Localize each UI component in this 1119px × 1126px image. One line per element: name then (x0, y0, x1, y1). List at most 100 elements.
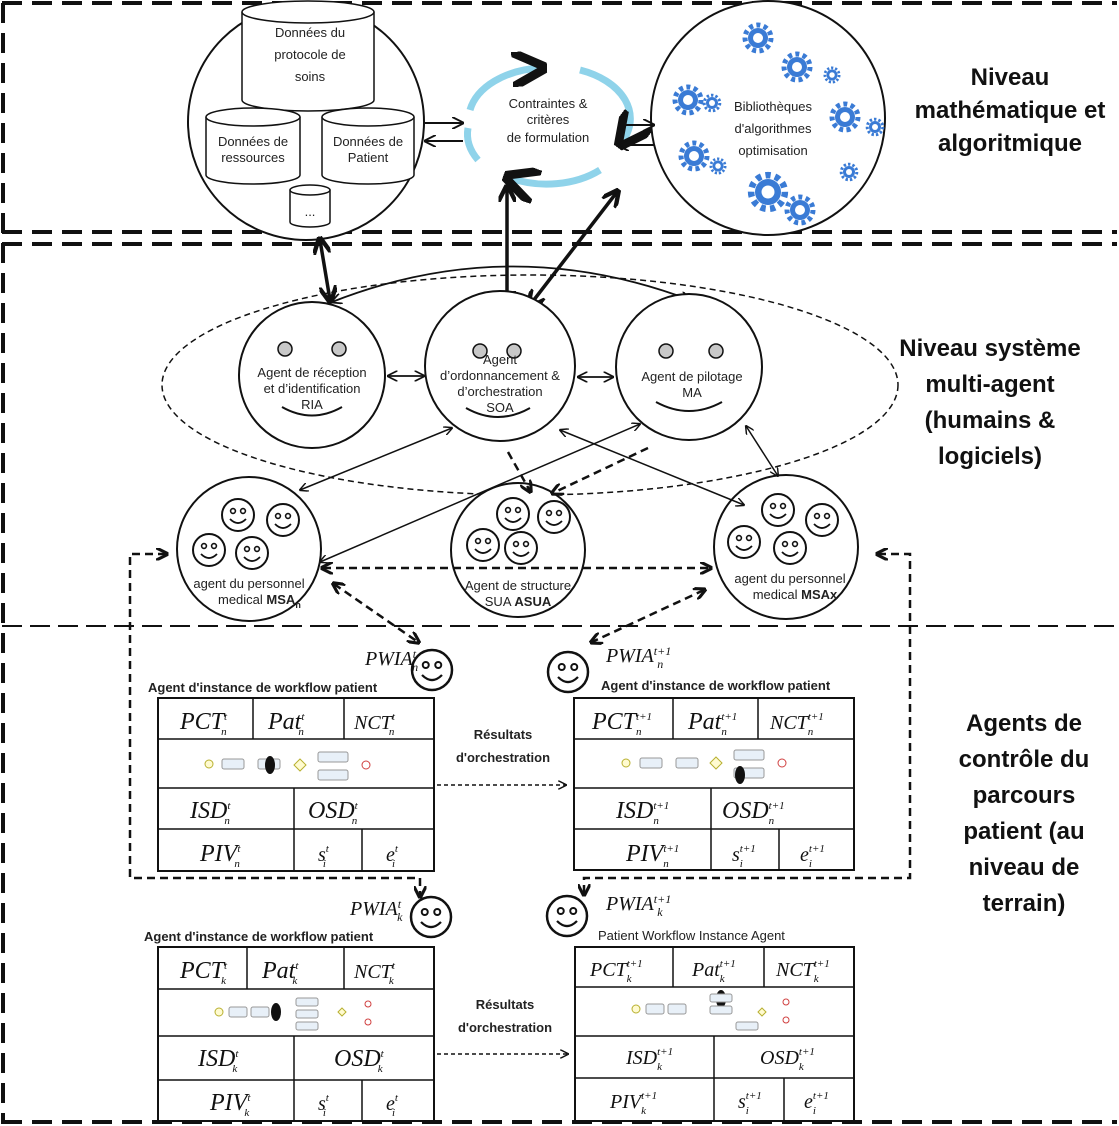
level-title-line: logiciels) (938, 443, 1042, 470)
eye-icon (708, 343, 724, 359)
agent-msa-x: agent du personnel medical MSAx (713, 474, 859, 620)
orchestration-label: Résultats (476, 997, 535, 1012)
bpmn-icon (631, 990, 790, 1031)
level-title-line: niveau de (969, 854, 1080, 881)
level-title-mas: Niveau système multi-agent (humains & lo… (899, 335, 1080, 470)
orchestration-link-k: Résultats d'orchestration (437, 997, 568, 1054)
db-label: soins (295, 69, 326, 84)
agent-face-icon (545, 894, 589, 938)
db-label: Données de (218, 134, 288, 149)
workflow-title: Agent d'instance de workflow patient (144, 929, 374, 944)
eye-icon (472, 343, 488, 359)
agent-peer-arrows (388, 376, 613, 377)
data-sources-circle: Données du protocole de soins Données de… (187, 0, 425, 241)
level-title-line: Agents de (966, 710, 1082, 737)
db-label: Données du (275, 25, 345, 40)
agent-soa: Agent d’ordonnancement & d’orchestration… (424, 290, 576, 442)
smile-icon (465, 407, 531, 418)
orchestration-label: d'orchestration (456, 750, 550, 765)
workflow-table (157, 697, 435, 872)
agent-asua: Agent de structure SUA ASUA (450, 482, 586, 618)
db-more-cylinder: ... (289, 184, 331, 228)
level-title-line: terrain) (983, 890, 1066, 917)
agent-label: RIA (301, 397, 323, 412)
level-title-line: parcours (973, 782, 1076, 809)
db-label: Patient (348, 150, 389, 165)
level-title-line: Niveau (971, 64, 1050, 91)
level-title-line: multi-agent (925, 371, 1054, 398)
orchestration-label: d'orchestration (458, 1020, 552, 1035)
eye-icon (277, 341, 293, 357)
eye-icon (331, 341, 347, 357)
agent-ma: Agent de pilotage MA (615, 293, 763, 441)
db-label: ... (305, 204, 316, 219)
inter-level-arrows (320, 188, 617, 305)
agent-dashed-arrows (128, 446, 912, 896)
level-title-line: patient (au (963, 818, 1084, 845)
agent-label: agent du personnel (193, 576, 304, 591)
workflow-table (157, 946, 435, 1122)
db-patient-cylinder: Données de Patient (321, 107, 415, 185)
level-title-line: Niveau système (899, 335, 1080, 362)
db-label: protocole de (274, 47, 346, 62)
db-label: ressources (221, 150, 285, 165)
agent-label: SUA ASUA (485, 594, 552, 609)
algorithm-libraries-circle: Bibliothèques d'algorithmes optimisation (650, 0, 886, 236)
math-layer-arrows (425, 123, 654, 145)
workflow-title: Agent d'instance de workflow patient (148, 680, 378, 695)
library-label: d'algorithmes (735, 121, 812, 136)
constraints-cycle: Contraintes & critères de formulation (464, 68, 630, 184)
bpmn-icon (621, 749, 787, 784)
agent-label: et d’identification (264, 381, 361, 396)
smile-icon (655, 401, 723, 412)
level-title-line: contrôle du (959, 746, 1090, 773)
workflow-title: Patient Workflow Instance Agent (598, 928, 785, 943)
eye-icon (658, 343, 674, 359)
orchestration-label: Résultats (474, 727, 533, 742)
agent-label: Agent de pilotage (641, 369, 742, 384)
eye-icon (506, 343, 522, 359)
agent-label: medical MSAx (753, 587, 838, 602)
bpmn-icon (204, 751, 371, 781)
agent-label: agent du personnel (734, 571, 845, 586)
agent-label: Agent de réception (257, 365, 366, 380)
agent-msa-n: agent du personnel medical MSAn (176, 476, 322, 622)
cycle-label: critères (527, 112, 570, 127)
cycle-label: de formulation (507, 130, 589, 145)
orchestration-link-n: Résultats d'orchestration (437, 727, 566, 785)
level-title-math: Niveau mathématique et algoritmique (915, 64, 1106, 157)
agent-face-icon (546, 650, 590, 694)
library-label: optimisation (738, 143, 807, 158)
